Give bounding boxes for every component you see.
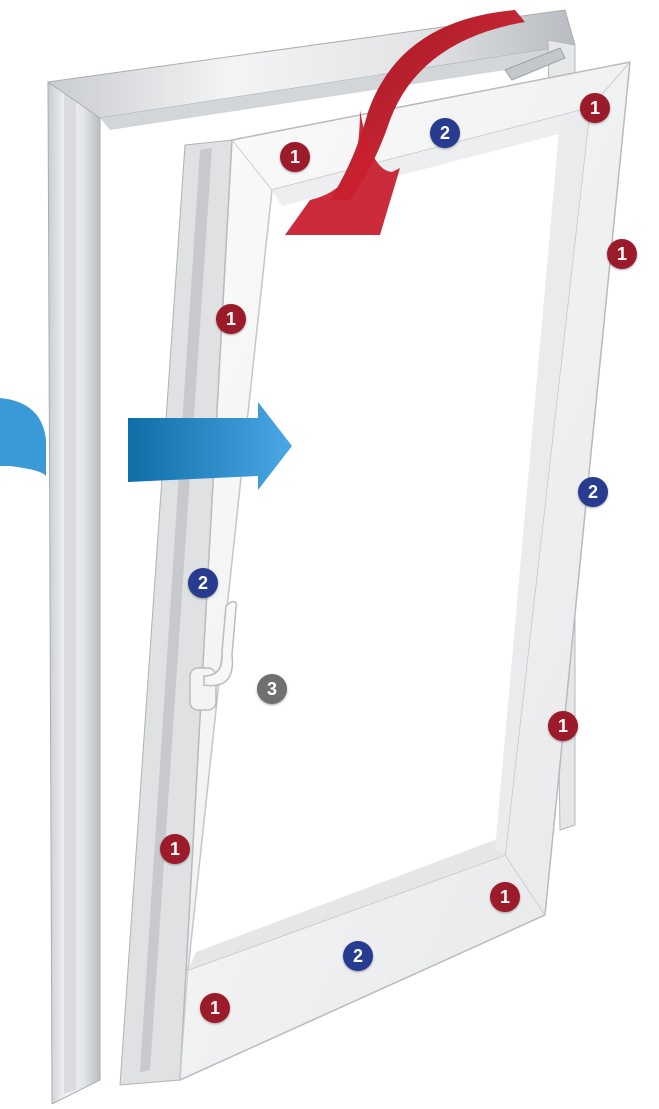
marker-2-top: 2 (430, 118, 460, 148)
marker-1-top-left: 1 (280, 142, 310, 172)
marker-3-handle: 3 (257, 674, 287, 704)
marker-2-right: 2 (578, 477, 608, 507)
marker-2-left: 2 (188, 568, 218, 598)
marker-1-right-upper: 1 (607, 239, 637, 269)
marker-1-bottom-left: 1 (200, 993, 230, 1023)
airflow-arrow-icon (0, 398, 292, 490)
curved-arrow-icon (285, 10, 525, 235)
window-handle-icon (189, 600, 238, 711)
window-sash (119, 61, 631, 1086)
marker-2-bottom: 2 (343, 941, 373, 971)
marker-1-left-upper: 1 (216, 304, 246, 334)
marker-1-left-lower: 1 (160, 834, 190, 864)
marker-1-right-lower: 1 (548, 711, 578, 741)
marker-1-top-right: 1 (580, 93, 610, 123)
marker-1-bottom-right: 1 (490, 882, 520, 912)
